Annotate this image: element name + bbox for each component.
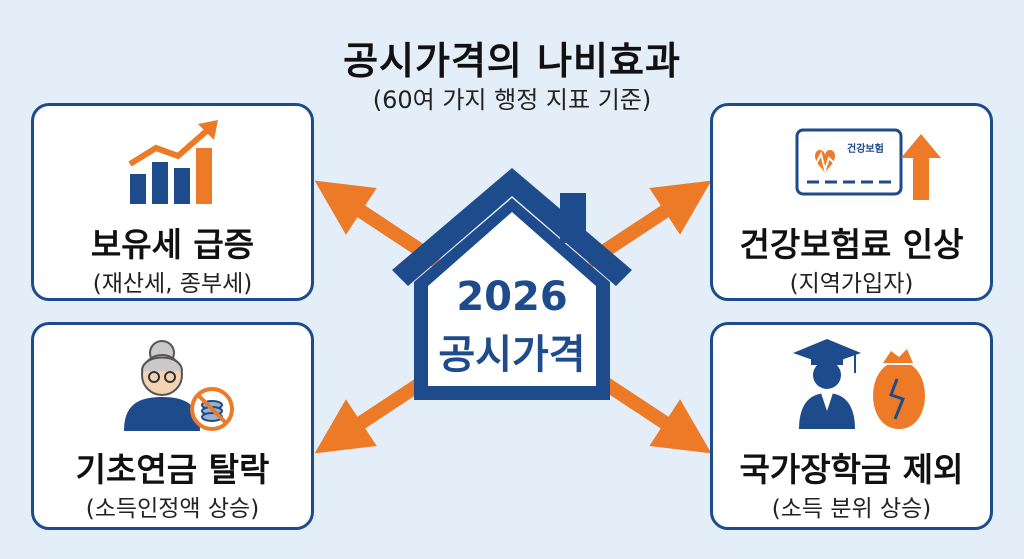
card-title: 건강보험료 인상 <box>739 225 964 264</box>
house-year: 2026 <box>456 274 568 320</box>
card-basic-pension: 기초연금 탈락 (소득인정액 상승) <box>31 322 314 530</box>
rising-bar-chart-icon <box>128 120 218 204</box>
card-subtitle: (소득 분위 상승) <box>771 496 932 522</box>
health-insurance-card-icon <box>795 128 941 200</box>
page-subtitle: (60여 가지 행정 지표 기준) <box>372 86 652 114</box>
elderly-no-coins-icon <box>124 340 234 431</box>
card-badge: 건강보험 <box>847 144 884 155</box>
graduate-money-bag-icon <box>793 339 925 429</box>
card-property-tax: 보유세 급증 (재산세, 종부세) <box>31 103 314 301</box>
house-icon <box>392 168 632 400</box>
card-national-scholarship: 국가장학금 제외 (소득 분위 상승) <box>710 322 993 530</box>
page-title: 공시가격의 나비효과 <box>343 39 681 83</box>
card-subtitle: (소득인정액 상승) <box>85 496 260 522</box>
house-label: 공시가격 <box>438 332 586 378</box>
card-health-insurance: 건강보험 건강보험료 인상 (지역가입자) <box>710 103 993 301</box>
card-title: 국가장학금 제외 <box>739 450 964 489</box>
card-title: 보유세 급증 <box>90 225 255 264</box>
card-title: 기초연금 탈락 <box>75 450 270 489</box>
card-subtitle: (재산세, 종부세) <box>92 271 253 297</box>
card-subtitle: (지역가입자) <box>789 271 914 297</box>
